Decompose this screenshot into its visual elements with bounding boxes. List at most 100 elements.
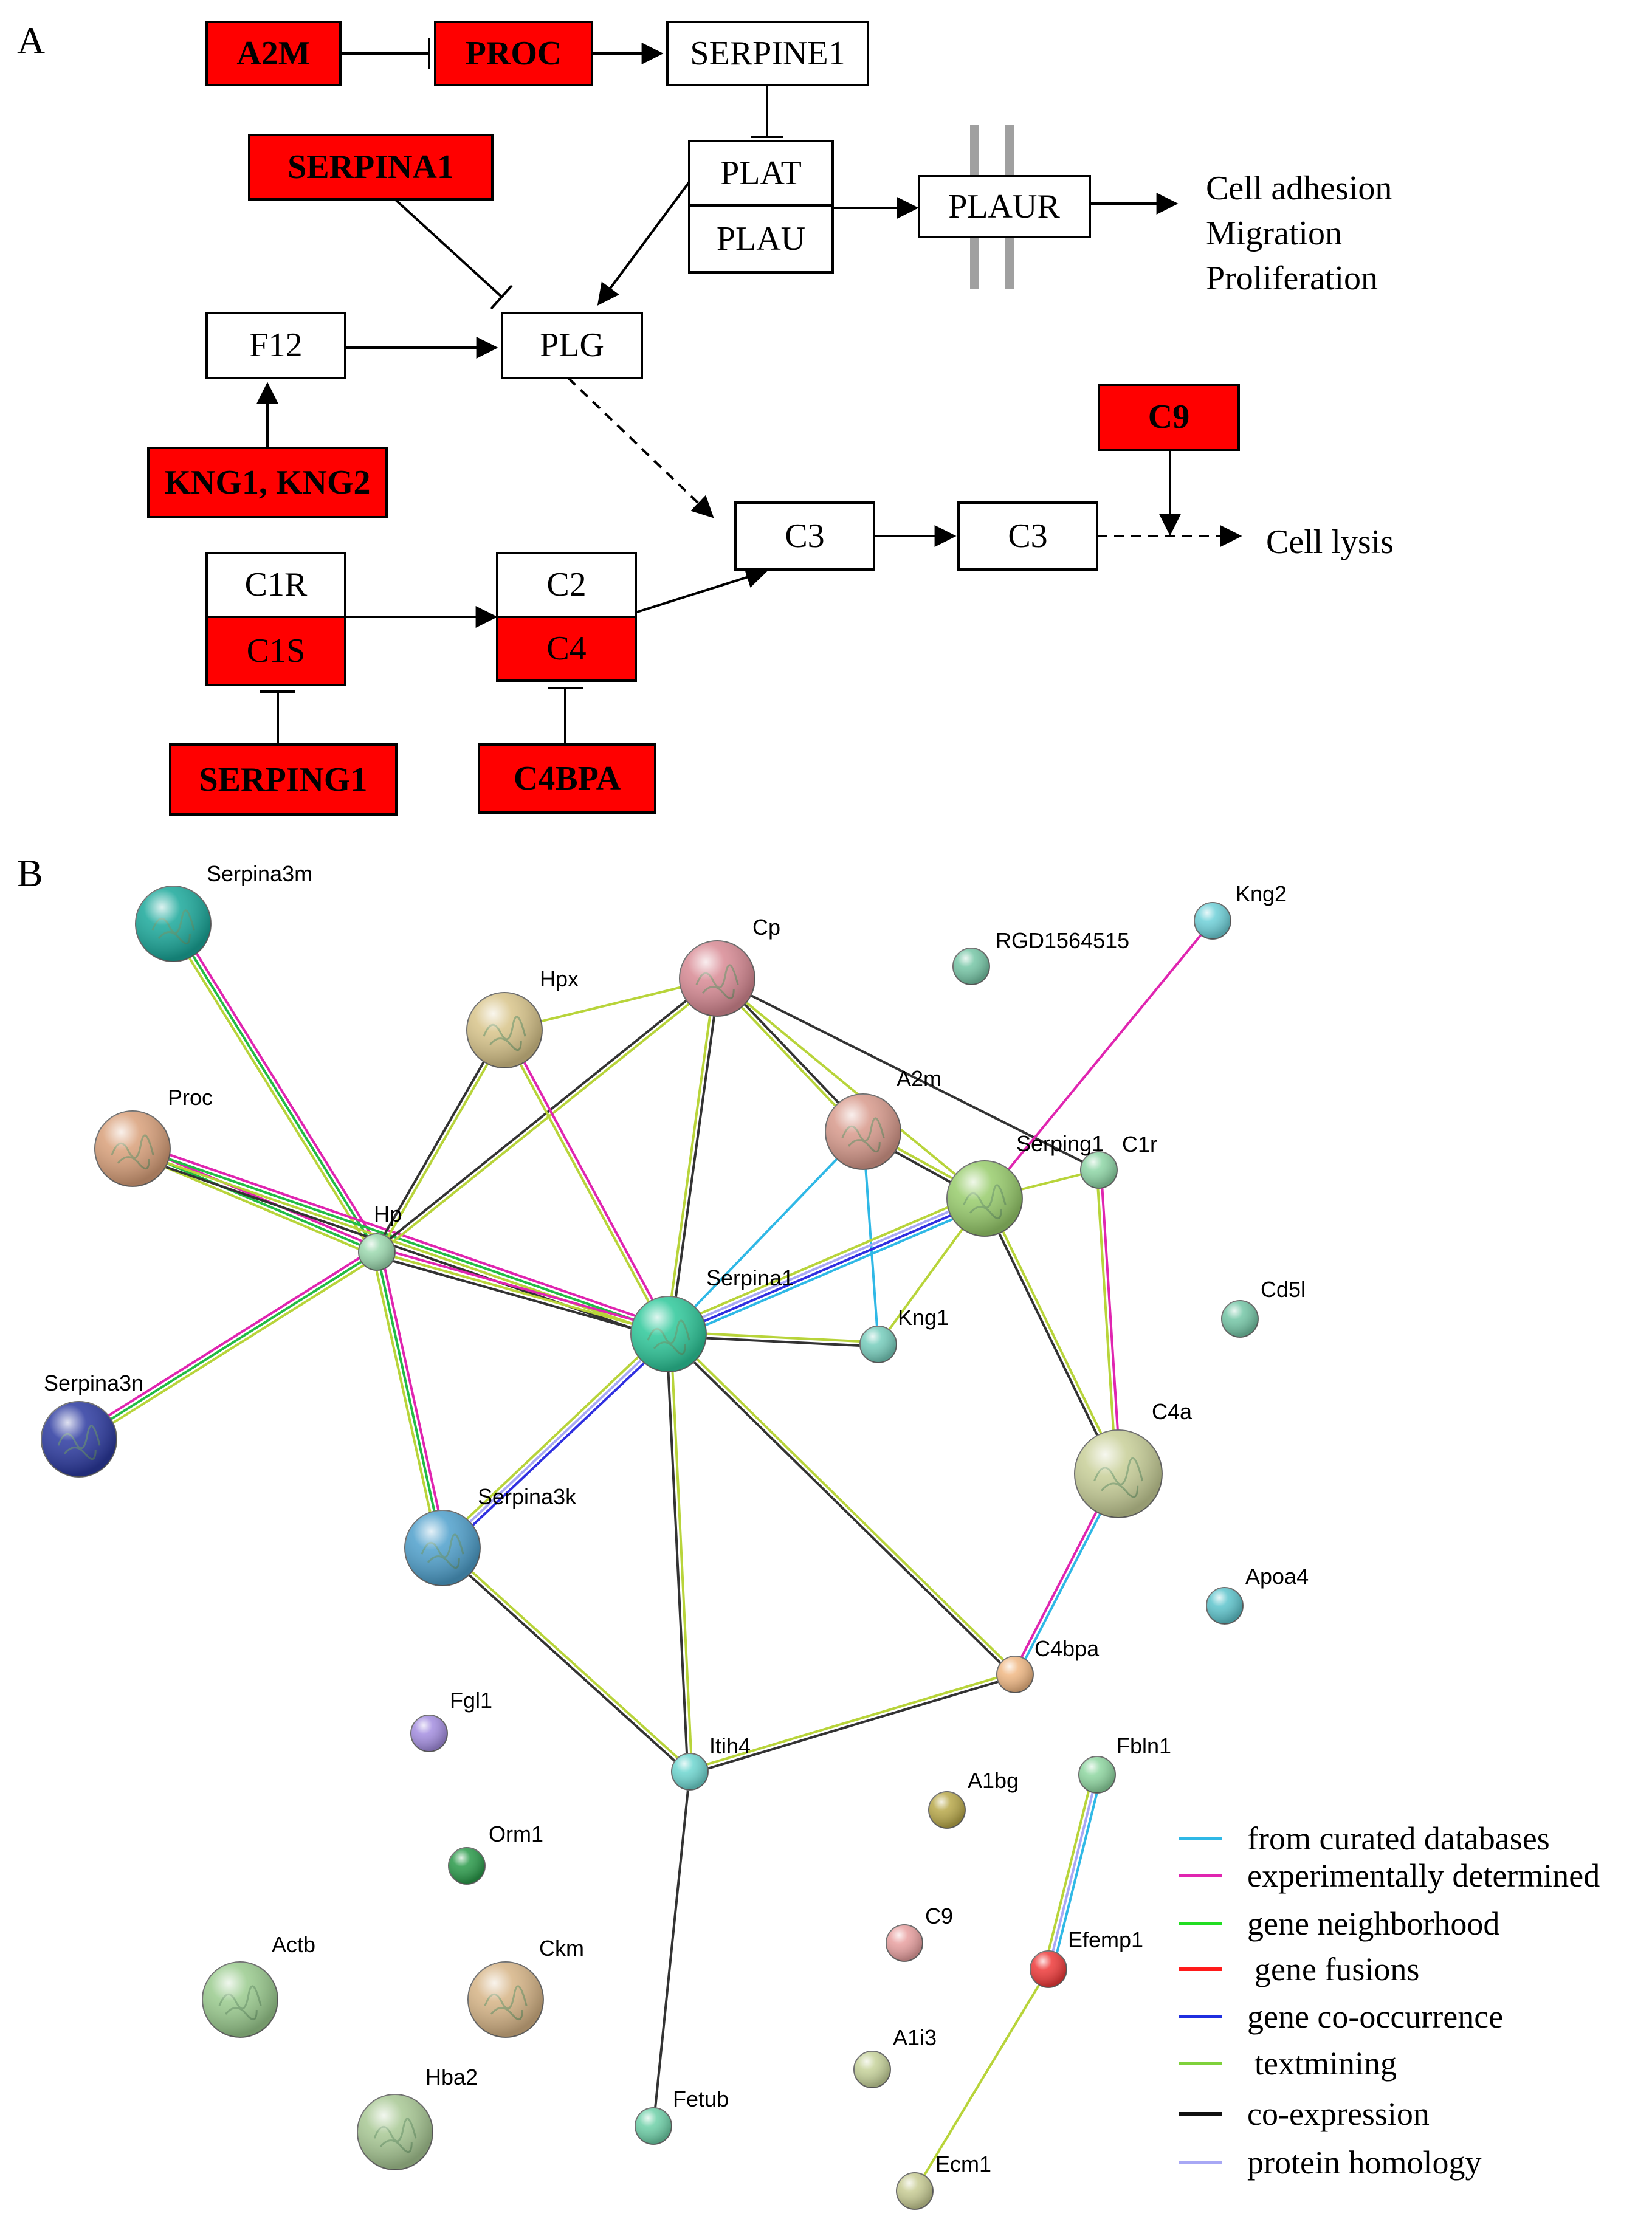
node-serpina3n[interactable]: Serpina3n <box>41 1371 143 1478</box>
node-hba2[interactable]: Hba2 <box>357 2065 478 2170</box>
svg-text:C4: C4 <box>546 630 586 667</box>
node-gloss <box>1081 1152 1117 1188</box>
network-nodes: Serpina3mProcHpxCpRGD1564515Kng2A2mC1rSe… <box>41 861 1309 2210</box>
edge-line-homology <box>667 1195 985 1333</box>
edge-hp-serpina1 <box>375 1247 670 1340</box>
node-hp[interactable]: Hp <box>358 1202 402 1271</box>
node-serpina3m[interactable]: Serpina3m <box>135 861 312 962</box>
node-c9: C9 <box>1098 384 1240 451</box>
node-f12: F12 <box>205 312 346 379</box>
node-c9[interactable]: C9 <box>886 1904 953 1962</box>
node-serping1[interactable]: Serping1 <box>946 1131 1104 1237</box>
node-gloss <box>886 1925 923 1961</box>
node-kng: KNG1, KNG2 <box>147 447 388 518</box>
node-label: C4bpa <box>1034 1636 1100 1661</box>
edge-line-textmining <box>716 977 986 1200</box>
edge-line-experimental <box>377 1247 670 1332</box>
node-rgd[interactable]: RGD1564515 <box>952 928 1129 985</box>
panel-label-a: A <box>17 19 45 62</box>
edge-line-textmining <box>666 1191 983 1330</box>
node-label: Cd5l <box>1261 1277 1306 1302</box>
legend-item: from curated databases <box>1179 1820 1550 1857</box>
edge-line-textmining <box>669 1332 1017 1674</box>
edge-line-homology <box>1047 1774 1098 1970</box>
edge-line-textmining <box>377 1030 508 1254</box>
edge-line-textmining <box>80 1254 380 1444</box>
node-c1r[interactable]: C1r <box>1080 1132 1157 1189</box>
edge-serping1-kng2 <box>983 920 1214 1200</box>
edge-line-textmining <box>1043 1773 1095 1969</box>
node-plat: PLAT <box>688 140 834 207</box>
node-label: Serping1 <box>1016 1131 1104 1156</box>
edge-serpina3m-hp <box>168 921 382 1255</box>
node-itih4[interactable]: Itih4 <box>671 1733 751 1791</box>
edge-line-curated <box>1051 1775 1103 1971</box>
node-plau: PLAU <box>688 204 834 274</box>
node-serpina1[interactable]: Serpina1 <box>630 1265 794 1372</box>
node-kng2[interactable]: Kng2 <box>1194 881 1287 940</box>
node-proc[interactable]: Proc <box>94 1085 213 1187</box>
outcome-cell-adhesion: Cell adhesion <box>1206 170 1392 207</box>
edge-cp-serpina1 <box>665 978 721 1335</box>
edge-serpina1-inhibits-plg <box>394 198 503 298</box>
edge-hp-hpx <box>374 1028 508 1254</box>
node-gloss <box>680 941 755 1016</box>
node-a1i3[interactable]: A1i3 <box>853 2025 937 2088</box>
node-a1bg[interactable]: A1bg <box>928 1768 1019 1829</box>
svg-text:C1R: C1R <box>245 566 308 604</box>
node-gloss <box>1194 903 1231 939</box>
edge-line-cooccurrence <box>669 1199 986 1338</box>
svg-text:A2M: A2M <box>236 35 310 72</box>
node-c4bpa: C4BPA <box>478 743 656 814</box>
node-label: Serpina3m <box>207 861 312 886</box>
legend-label: protein homology <box>1247 2144 1481 2181</box>
edge-line-coexpression <box>375 1254 668 1340</box>
node-label: Efemp1 <box>1068 1927 1143 1952</box>
inhibit-bar <box>490 284 513 310</box>
node-gloss <box>672 1753 708 1790</box>
edge-line-textmining <box>438 1330 667 1546</box>
node-gloss <box>997 1656 1033 1693</box>
node-ckm[interactable]: Ckm <box>467 1936 584 2038</box>
node-apoa4[interactable]: Apoa4 <box>1206 1564 1309 1625</box>
node-fetub[interactable]: Fetub <box>635 2087 729 2145</box>
edge-line-experimental <box>379 1251 448 1547</box>
node-label: Serpina3n <box>44 1371 143 1395</box>
svg-text:SERPING1: SERPING1 <box>199 761 368 799</box>
node-label: Fbln1 <box>1117 1733 1171 1758</box>
node-label: Hp <box>374 1202 402 1226</box>
node-fgl1[interactable]: Fgl1 <box>410 1688 492 1752</box>
svg-text:PLAUR: PLAUR <box>948 188 1060 225</box>
node-cd5l[interactable]: Cd5l <box>1221 1277 1306 1338</box>
node-efemp1[interactable]: Efemp1 <box>1030 1927 1143 1988</box>
node-cp[interactable]: Cp <box>679 915 780 1017</box>
node-label: Hpx <box>540 966 579 991</box>
node-c4a[interactable]: C4a <box>1074 1399 1193 1518</box>
node-label: RGD1564515 <box>996 928 1129 953</box>
edge-c1r-c4a <box>1095 1169 1122 1474</box>
edge-a2m-serpina1 <box>667 1130 864 1335</box>
node-a2m[interactable]: A2m <box>825 1066 941 1170</box>
node-label: Proc <box>168 1085 213 1110</box>
node-serpina3k[interactable]: Serpina3k <box>404 1484 577 1586</box>
pathway-diagram: A2M PROC SERPINE1 SERPINA1 PLAT PLAU PLA… <box>147 21 1394 816</box>
svg-text:C4BPA: C4BPA <box>514 760 621 797</box>
edge-line-coexpression <box>669 979 721 1335</box>
legend-item: co-expression <box>1179 2096 1430 2132</box>
node-a2m: A2M <box>205 21 342 86</box>
node-label: C9 <box>925 1904 953 1928</box>
node-fbln1[interactable]: Fbln1 <box>1078 1733 1171 1794</box>
node-kng1[interactable]: Kng1 <box>859 1305 949 1363</box>
outcome-proliferation: Proliferation <box>1206 260 1378 297</box>
node-c4bpa[interactable]: C4bpa <box>996 1636 1100 1693</box>
legend-item: gene co-occurrence <box>1179 1998 1503 2035</box>
edge-proc-serpina1 <box>129 1141 672 1341</box>
node-ecm1[interactable]: Ecm1 <box>896 2152 991 2210</box>
node-orm1[interactable]: Orm1 <box>448 1822 543 1885</box>
edge-line-coexpression <box>440 1549 689 1775</box>
edge-cp-serping1 <box>716 977 986 1200</box>
node-gloss <box>635 2108 672 2144</box>
node-hpx[interactable]: Hpx <box>466 966 579 1068</box>
node-label: Serpina3k <box>478 1484 577 1509</box>
node-actb[interactable]: Actb <box>202 1932 315 2038</box>
